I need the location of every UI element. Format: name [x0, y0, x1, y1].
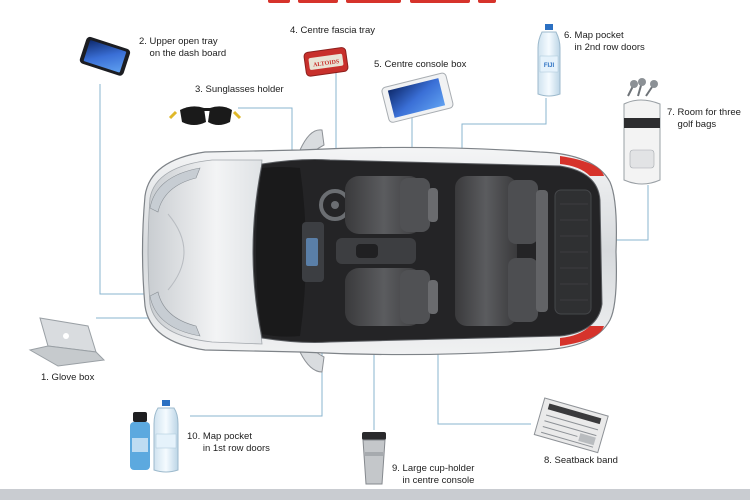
label-map-pocket-2nd: 6. Map pocket in 2nd row doors [564, 30, 645, 53]
label-cupholder: 9. Large cup-holder in centre console [392, 463, 475, 486]
front-seat-right [345, 268, 438, 326]
phone-icon [79, 36, 131, 76]
label-console-box: 5. Centre console box [374, 59, 467, 70]
bottle-brand-text: FIJI [544, 63, 555, 69]
sunglasses-icon [168, 106, 242, 125]
mint-tin-text: ALTOIDS [313, 59, 341, 69]
water-bottle-icon: FIJI [537, 24, 561, 97]
footer-strip [0, 489, 750, 500]
label-glove-box: 1. Glove box [41, 372, 95, 383]
tablet-icon [381, 72, 454, 123]
label-fascia-tray: 4. Centre fascia tray [290, 25, 376, 36]
label-seatback-band: 8. Seatback band [544, 455, 618, 466]
cup-icon [362, 432, 386, 485]
rear-seat [455, 176, 548, 326]
newspaper-icon [533, 397, 609, 454]
label-sunglasses-holder: 3. Sunglasses holder [195, 84, 284, 95]
golf-bag-icon [623, 78, 661, 185]
header-fragment [268, 0, 496, 3]
laptop-icon [28, 317, 106, 367]
mint-tin-icon: ALTOIDS [303, 47, 349, 77]
label-golf-bags: 7. Room for three golf bags [667, 107, 741, 130]
bottles-icon [130, 400, 179, 473]
car-top-view [141, 129, 617, 373]
front-seat-left [345, 176, 438, 234]
label-map-pocket-1st: 10. Map pocket in 1st row doors [187, 431, 270, 454]
label-upper-tray: 2. Upper open tray on the dash board [139, 36, 227, 59]
